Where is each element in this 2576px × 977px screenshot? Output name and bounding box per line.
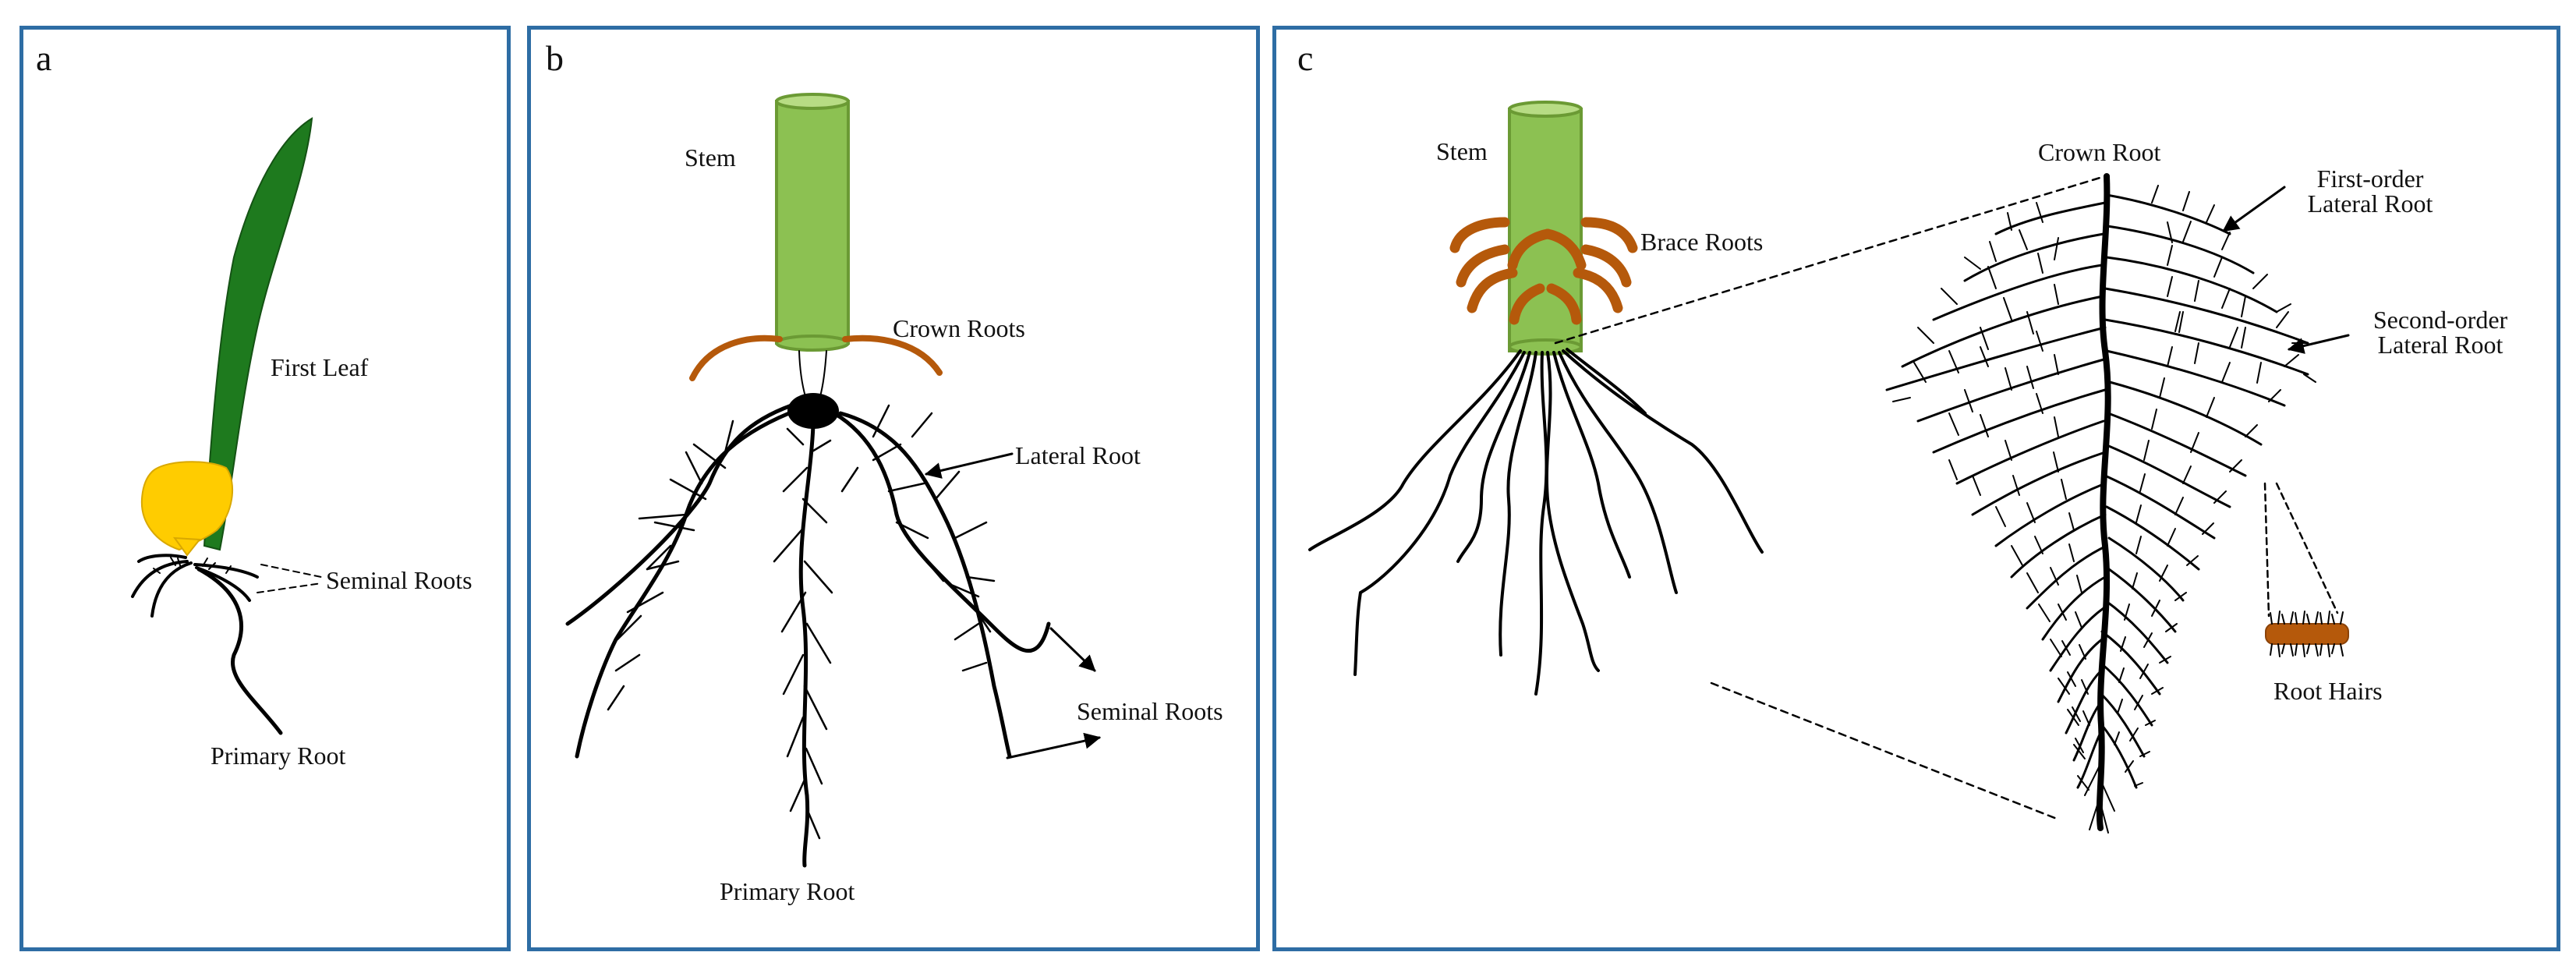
root-hairs-segment (2265, 611, 2349, 657)
label-seminal-roots-b: Seminal Roots (1077, 697, 1223, 725)
label-crown-root: Crown Root (2038, 138, 2161, 166)
panel-a-letter: a (36, 38, 52, 78)
label-seminal-roots-a: Seminal Roots (326, 566, 472, 594)
panel-c-letter: c (1297, 38, 1314, 78)
label-second-order-line1: Second-order (2373, 306, 2508, 334)
first-leaf (203, 117, 313, 551)
seminal-root-right (838, 411, 1012, 759)
label-brace-roots: Brace Roots (1640, 228, 1764, 256)
brace-roots (1449, 217, 1638, 325)
label-stem-b: Stem (685, 143, 736, 172)
label-primary-root-a: Primary Root (211, 742, 346, 770)
label-stem-c: Stem (1436, 137, 1488, 165)
crown-root-right (842, 335, 943, 376)
crown-roots-c (1308, 348, 1764, 696)
seed (140, 461, 234, 551)
panel-c-plant (1308, 101, 2350, 834)
panel-a-seedling (131, 117, 322, 735)
panel-c (1272, 26, 2560, 951)
label-primary-root-b: Primary Root (720, 877, 855, 905)
label-second-order-line2: Lateral Root (2377, 331, 2503, 359)
panel-b-letter: b (546, 38, 564, 78)
seminal-root-left (575, 411, 791, 759)
label-lateral-root: Lateral Root (1015, 441, 1141, 469)
stem (775, 100, 850, 345)
label-second-order-lateral-root: Second-order Lateral Root (2347, 307, 2534, 357)
label-first-order-line1: First-order (2316, 165, 2424, 193)
label-first-leaf: First Leaf (271, 353, 369, 381)
label-first-order-line2: Lateral Root (2307, 189, 2433, 218)
primary-root-b (798, 423, 816, 868)
label-root-hairs: Root Hairs (2273, 677, 2383, 705)
label-first-order-lateral-root: First-order Lateral Root (2284, 166, 2456, 216)
crown-root-axis (2096, 173, 2111, 831)
primary-root (196, 567, 283, 735)
enlarged-crown-root (1885, 173, 2349, 834)
panel-b-plant (565, 93, 1102, 868)
seed-node (787, 393, 839, 429)
crown-root-left (689, 335, 783, 381)
label-crown-roots: Crown Roots (893, 314, 1025, 342)
panel-b (527, 26, 1260, 951)
